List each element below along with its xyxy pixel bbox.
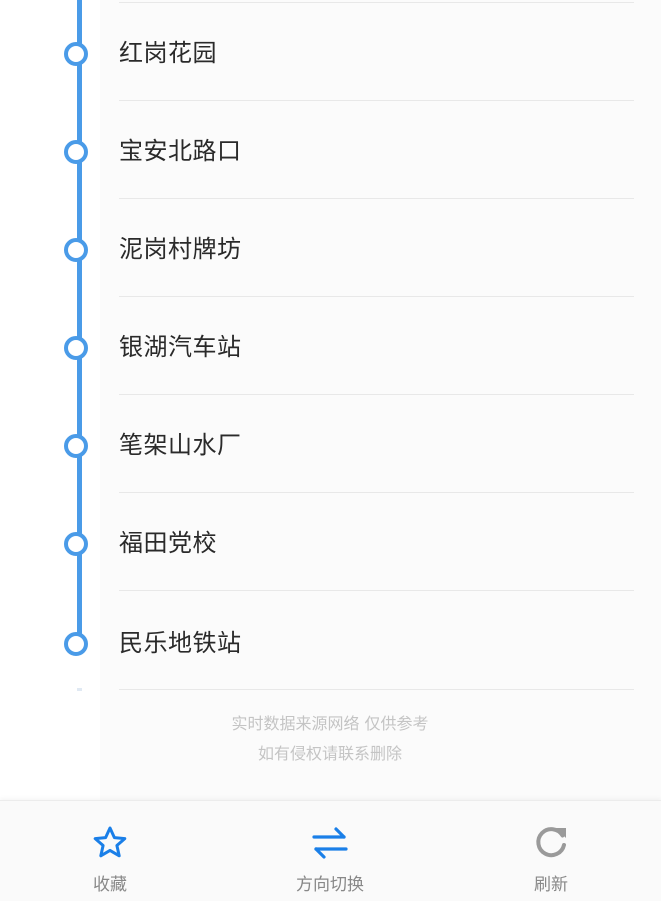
stop-divider [119,2,634,3]
stop-divider [119,590,634,591]
stop-divider [119,492,634,493]
swap-arrows-icon [312,827,348,859]
switch-direction-label: 方向切换 [296,875,364,895]
stop-name: 福田党校 [119,529,217,557]
stop-name: 笔架山水厂 [119,431,242,459]
stop-name: 泥岗村牌坊 [119,235,242,263]
refresh-label: 刷新 [534,875,568,895]
stop-item[interactable]: 民乐地铁站 [0,592,661,690]
stop-divider [119,394,634,395]
switch-direction-button[interactable]: 方向切换 [260,801,400,901]
stop-marker [64,632,88,656]
refresh-button[interactable]: 刷新 [481,801,621,901]
stop-name: 宝安北路口 [119,137,242,165]
stop-marker [64,140,88,164]
stop-marker [64,238,88,262]
stop-marker [64,336,88,360]
stop-marker [64,42,88,66]
stop-list-panel [100,0,661,800]
stop-item[interactable]: 红岗花园 [0,4,661,102]
stop-item[interactable]: 泥岗村牌坊 [0,200,661,298]
stop-divider [119,689,634,690]
stop-marker [64,532,88,556]
stop-marker [64,434,88,458]
star-icon [93,826,127,858]
stop-name: 民乐地铁站 [119,629,242,657]
stop-name: 银湖汽车站 [119,333,242,361]
data-source-note: 实时数据来源网络 仅供参考 [231,714,429,733]
stop-item[interactable]: 笔架山水厂 [0,396,661,494]
stop-divider [119,100,634,101]
stop-item[interactable]: 宝安北路口 [0,102,661,200]
refresh-icon [536,827,566,858]
favorite-label: 收藏 [93,875,127,895]
stop-item[interactable]: 银湖汽车站 [0,298,661,396]
route-line-end [77,688,82,691]
stop-item[interactable]: 福田党校 [0,494,661,592]
stop-divider [119,198,634,199]
stop-divider [119,296,634,297]
route-line [77,0,82,646]
copyright-note: 如有侵权请联系删除 [257,744,402,763]
favorite-button[interactable]: 收藏 [40,801,180,901]
stop-name: 红岗花园 [119,39,217,67]
bottom-action-bar: 收藏 方向切换 刷新 [0,800,661,901]
